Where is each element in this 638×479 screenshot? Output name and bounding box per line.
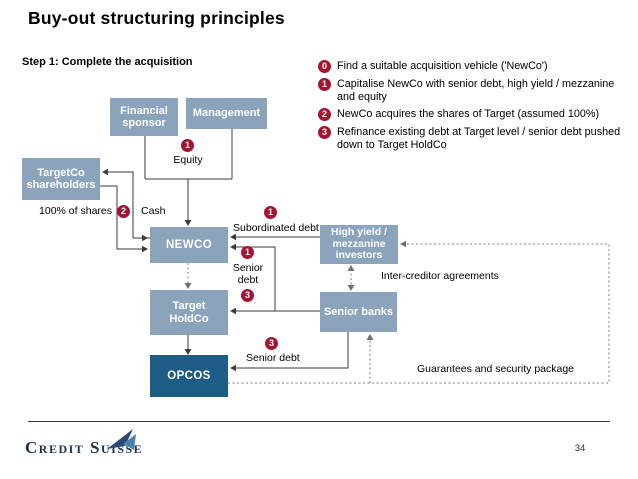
arrow-subdebt-into-newco [230,233,236,241]
step-label: Step 1: Complete the acquisition [22,56,193,68]
arrow-shares-into-newco [142,245,148,253]
arrow-intercreditor-down [347,285,355,291]
box-management: Management [186,98,267,129]
page-title: Buy-out structuring principles [28,8,285,28]
box-targetco-shareholders: TargetCo shareholders [22,158,100,200]
arrow-into-opcos [230,364,236,372]
arrow-cash-at-newco [142,234,148,242]
box-high-yield-investors: High yield / mezzanine investors [320,225,398,264]
diagram-badge-cash: 2 [117,205,130,218]
legend-item-0: 0 Find a suitable acquisition vehicle ('… [318,60,636,73]
label-guarantees-package: Guarantees and security package [417,363,575,375]
box-opcos: OPCOS [150,355,228,397]
legend-number-badge: 3 [318,126,331,139]
box-target-holdco-label: Target HoldCo [169,300,209,325]
label-senior-debt-opcos: Senior debt [246,352,300,364]
label-intercreditor-agreements: Inter-creditor agreements [381,270,499,282]
diagram-badge-senior-opcos: 3 [265,337,278,350]
legend: 0 Find a suitable acquisition vehicle ('… [318,60,636,151]
credit-suisse-wordmark: Credit Suisse [25,438,144,457]
arrow-guarantees-into-highyield [400,240,406,248]
arrow-cash-into-shareholders [102,168,108,176]
arrow-seniordebt-into-newco [230,243,236,251]
arrow-equity-into-newco [184,220,192,226]
legend-number-badge: 2 [318,108,331,121]
legend-item-text: Refinance existing debt at Target level … [337,126,621,151]
diagram-badge-senior-newco: 1 [241,246,254,259]
footer-divider [28,421,610,422]
diagram-badge-senior-holdco: 3 [241,289,254,302]
diagram-badge-equity: 1 [181,139,194,152]
box-newco: NEWCO [150,227,228,263]
label-senior-debt-newco: Senior debt [232,262,264,286]
arrow-newco-into-holdco [184,283,192,289]
legend-item-3: 3 Refinance existing debt at Target leve… [318,126,636,151]
legend-item-text: Capitalise NewCo with senior debt, high … [337,78,615,103]
legend-number-badge: 0 [318,60,331,73]
legend-item-1: 1 Capitalise NewCo with senior debt, hig… [318,78,636,103]
box-senior-banks: Senior banks [320,292,397,332]
legend-item-2: 2 NewCo acquires the shares of Target (a… [318,108,636,121]
arrow-guarantees-into-seniorbanks [366,334,374,340]
credit-suisse-sail-icon [107,429,136,450]
box-target-holdco: Target HoldCo [150,290,228,335]
label-subordinated-debt: Subordinated debt [233,222,319,234]
diagram-badge-subordinated: 1 [264,206,277,219]
arrow-into-target-holdco [230,307,236,315]
legend-item-text: NewCo acquires the shares of Target (ass… [337,108,600,120]
page-number: 34 [574,443,586,454]
label-equity: Equity [173,154,203,166]
label-cash: Cash [141,205,166,217]
legend-item-text: Find a suitable acquisition vehicle ('Ne… [337,60,548,72]
legend-number-badge: 1 [318,78,331,91]
arrow-intercreditor-up [347,265,355,271]
label-100pct-shares: 100% of shares [39,205,112,217]
box-financial-sponsor: Financial sponsor [110,98,178,136]
